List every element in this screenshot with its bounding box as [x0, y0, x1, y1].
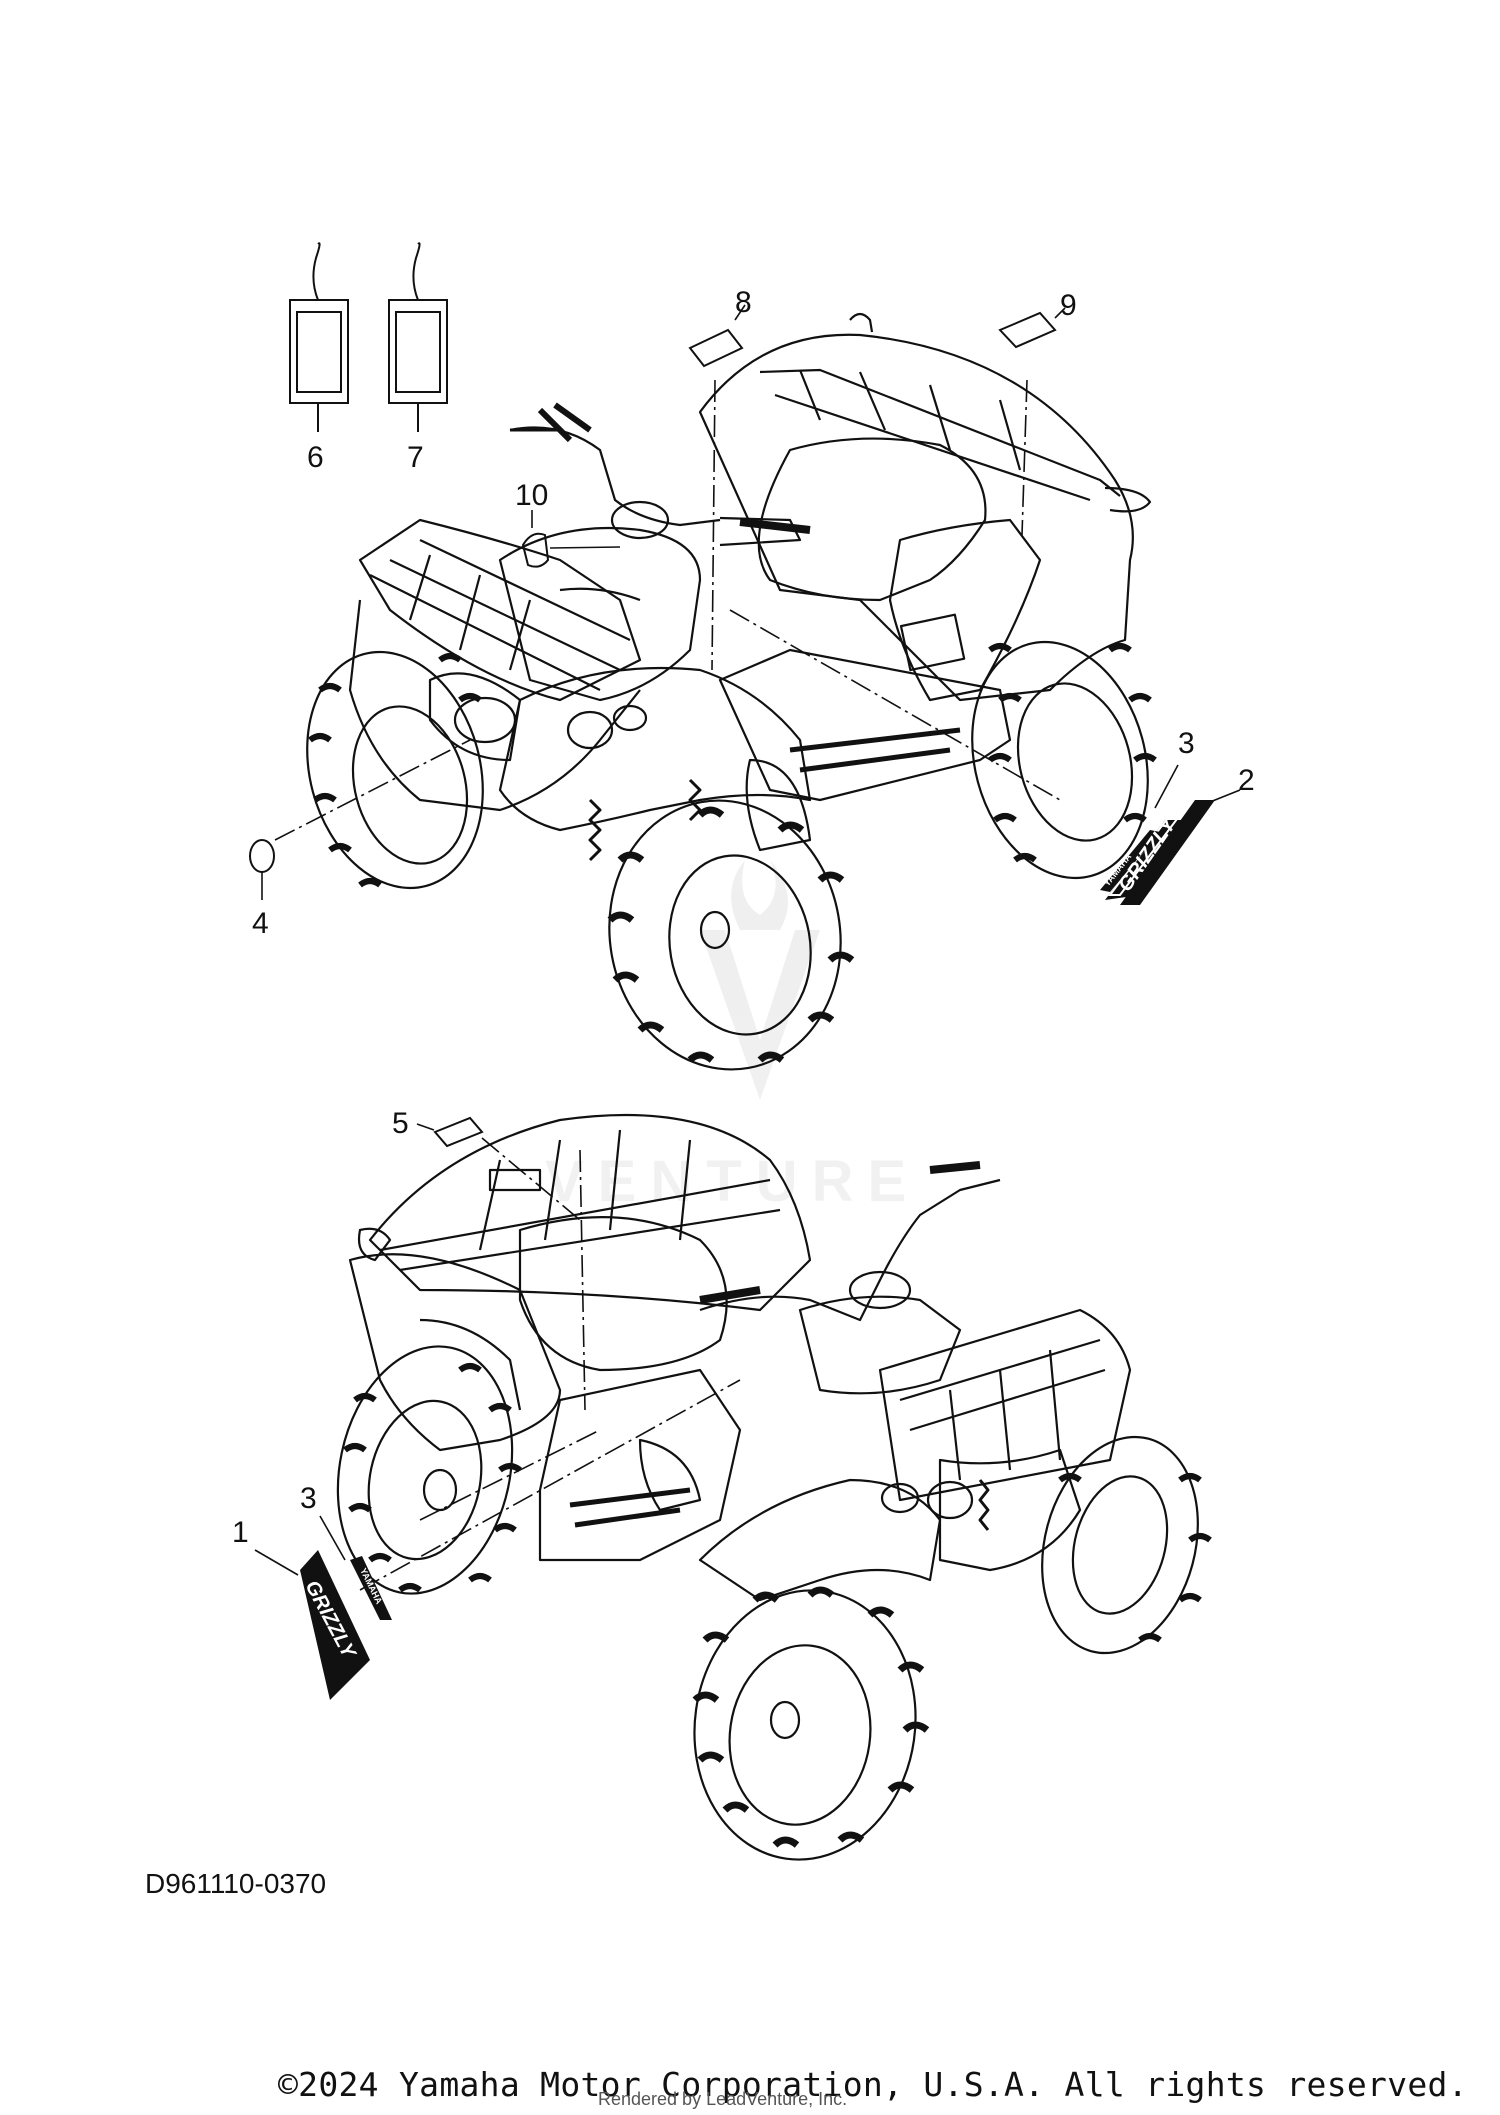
grizzly-decal-1	[300, 1550, 370, 1700]
callout-1: 1	[232, 1516, 249, 1549]
label-5-sticker	[433, 1116, 484, 1148]
callout-8: 8	[735, 286, 752, 319]
watermark-text: VENTURE	[545, 1149, 921, 1214]
callout-2: 2	[1238, 764, 1255, 797]
yamaha-decal-3-bottom	[350, 1556, 392, 1620]
callout-6: 6	[307, 441, 324, 474]
grizzly-decal-2	[1105, 800, 1215, 905]
diagram-code: D961110-0370	[145, 1868, 327, 1899]
callout-10: 10	[515, 479, 548, 512]
callout-5: 5	[392, 1107, 409, 1140]
hang-tag-6	[289, 242, 349, 432]
label-4-emblem	[249, 839, 275, 873]
rendered-by-credit: Rendered by LeadVenture, Inc.	[598, 2089, 848, 2109]
atv-top-view	[306, 312, 1157, 1071]
leader-lines-bottom	[254, 1123, 741, 1591]
leader-lines-top	[261, 304, 1241, 900]
callout-7: 7	[407, 441, 424, 474]
copyright-notice: ©2024 Yamaha Motor Corporation, U.S.A. A…	[278, 2065, 1468, 2104]
callout-3-top: 3	[1178, 727, 1195, 760]
callout-3-bottom: 3	[300, 1482, 317, 1515]
hang-tag-7	[388, 242, 448, 432]
atv-bottom-view	[336, 1113, 1212, 1861]
label-10-tag	[521, 532, 550, 568]
watermark-logo	[700, 860, 820, 1100]
callout-4: 4	[252, 907, 269, 940]
label-8-sticker	[688, 328, 744, 368]
yamaha-decal-3-top	[1100, 830, 1160, 892]
label-9-sticker	[998, 311, 1057, 349]
callout-9: 9	[1060, 289, 1077, 322]
